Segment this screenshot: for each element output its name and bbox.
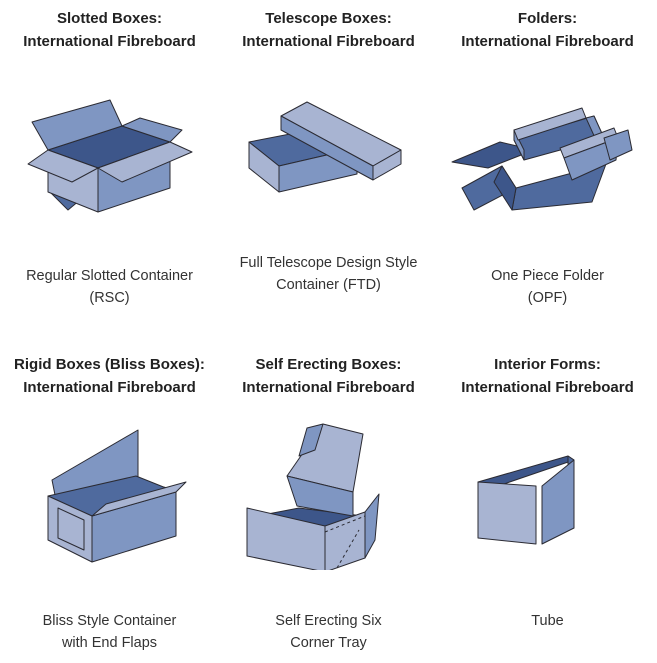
- tube-illustration: [438, 420, 657, 570]
- caption-line: (RSC): [89, 290, 130, 306]
- card-title: Interior Forms: International Fibreboard: [438, 353, 657, 399]
- caption-line: Self Erecting Six: [275, 613, 382, 629]
- caption-line: Corner Tray: [290, 635, 367, 651]
- title-line: Self Erecting Boxes:: [255, 356, 402, 373]
- card-caption: Full Telescope Design Style Container (F…: [219, 252, 438, 296]
- caption-line: Container (FTD): [276, 277, 381, 293]
- caption-line: Full Telescope Design Style: [239, 255, 418, 271]
- rsc-box-illustration: [0, 80, 219, 230]
- card-title: Telescope Boxes: International Fibreboar…: [219, 7, 438, 53]
- caption-line: Bliss Style Container: [42, 613, 177, 629]
- product-card-opf: Folders: International Fibreboard One Pi…: [438, 0, 657, 330]
- caption-line: with End Flaps: [61, 635, 158, 651]
- card-caption: Self Erecting Six Corner Tray: [219, 610, 438, 654]
- product-card-ftd: Telescope Boxes: International Fibreboar…: [219, 0, 438, 330]
- product-card-bliss: Rigid Boxes (Bliss Boxes): International…: [0, 346, 219, 663]
- title-line: Telescope Boxes:: [265, 10, 392, 27]
- product-card-self-erecting: Self Erecting Boxes: International Fibre…: [219, 346, 438, 663]
- title-line: Folders:: [517, 10, 578, 27]
- ftd-box-illustration: [219, 80, 438, 230]
- product-card-rsc: Slotted Boxes: International Fibreboard …: [0, 0, 219, 330]
- card-caption: Bliss Style Container with End Flaps: [0, 610, 219, 654]
- card-title: Slotted Boxes: International Fibreboard: [0, 7, 219, 53]
- product-card-tube: Interior Forms: International Fibreboard…: [438, 346, 657, 663]
- title-line: International Fibreboard: [461, 379, 634, 396]
- card-title: Rigid Boxes (Bliss Boxes): International…: [0, 353, 219, 399]
- caption-line: One Piece Folder: [491, 268, 604, 284]
- caption-line: Tube: [531, 613, 564, 629]
- title-line: International Fibreboard: [23, 33, 196, 50]
- title-line: International Fibreboard: [242, 33, 415, 50]
- six-corner-tray-illustration: [219, 420, 438, 570]
- title-line: International Fibreboard: [461, 33, 634, 50]
- card-caption: One Piece Folder (OPF): [438, 265, 657, 309]
- card-caption: Regular Slotted Container (RSC): [0, 265, 219, 309]
- opf-folder-illustration: [438, 80, 657, 230]
- card-caption: Tube: [438, 610, 657, 632]
- card-title: Folders: International Fibreboard: [438, 7, 657, 53]
- caption-line: Regular Slotted Container: [26, 268, 193, 284]
- bliss-box-illustration: [0, 420, 219, 570]
- card-title: Self Erecting Boxes: International Fibre…: [219, 353, 438, 399]
- title-line: International Fibreboard: [242, 379, 415, 396]
- caption-line: (OPF): [527, 290, 568, 306]
- title-line: International Fibreboard: [23, 379, 196, 396]
- title-line: Rigid Boxes (Bliss Boxes):: [14, 356, 205, 373]
- title-line: Interior Forms:: [494, 356, 601, 373]
- title-line: Slotted Boxes:: [56, 10, 162, 27]
